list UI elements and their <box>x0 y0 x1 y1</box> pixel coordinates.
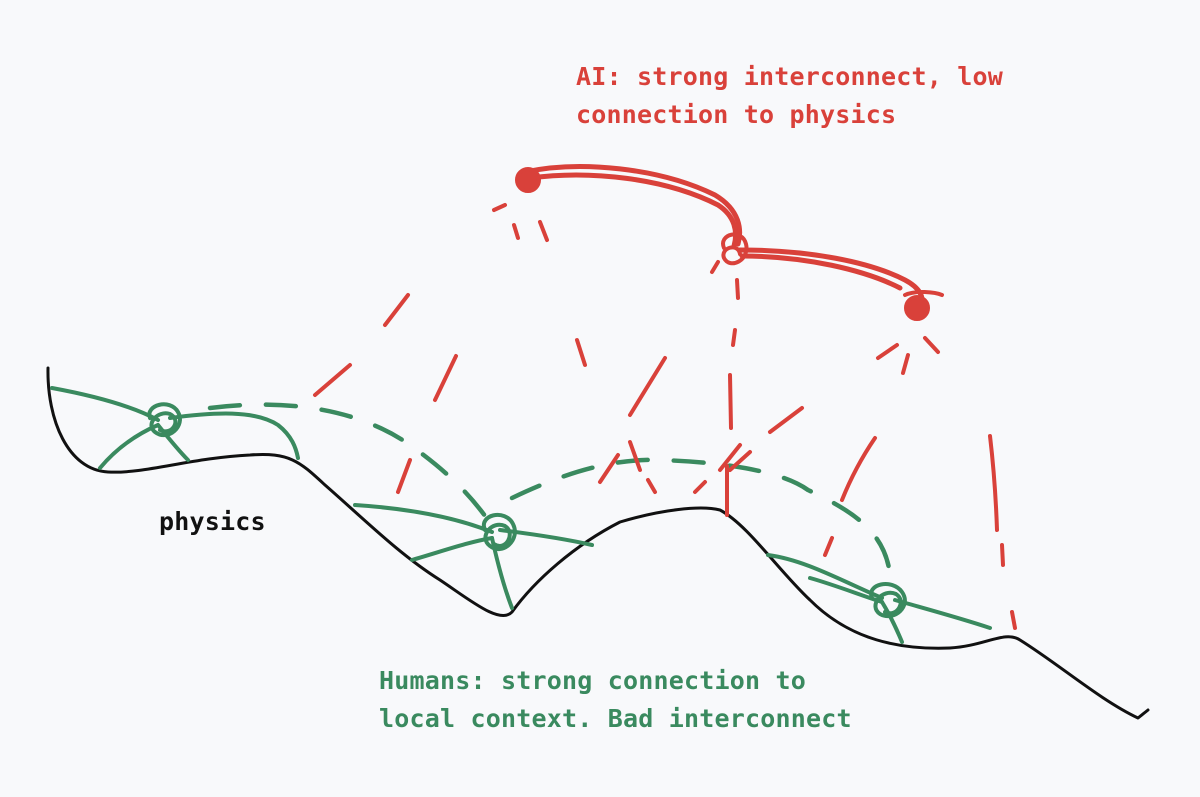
ai-caption-line-1: AI: strong interconnect, low <box>576 62 1004 91</box>
ai-interconnect <box>522 164 925 308</box>
human-nodes <box>147 402 907 618</box>
humans-caption: Humans: strong connection to local conte… <box>379 662 852 738</box>
ai-radiating-ticks <box>492 203 940 375</box>
humans-caption-line-1: Humans: strong connection to <box>379 666 807 695</box>
physics-terrain-line <box>46 366 1150 720</box>
human-local-connections <box>50 386 992 644</box>
ai-nodes <box>515 167 944 321</box>
physics-caption: physics <box>159 507 266 536</box>
ai-physics-dashes <box>313 293 1017 630</box>
ai-caption-line-2: connection to physics <box>576 100 897 129</box>
ai-caption: AI: strong interconnect, low connection … <box>576 58 1003 134</box>
human-interconnect-dashes <box>207 402 893 578</box>
humans-caption-line-2: local context. Bad interconnect <box>379 704 852 733</box>
